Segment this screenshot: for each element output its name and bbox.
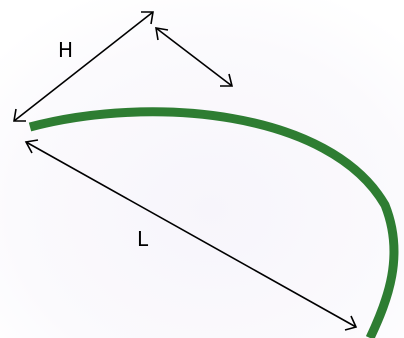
label-l: L	[137, 227, 149, 251]
l-arrow	[24, 139, 358, 331]
label-h: H	[58, 38, 73, 62]
green-curve	[28, 107, 399, 338]
h-arrow	[13, 11, 154, 122]
direction-arrow	[155, 27, 234, 87]
